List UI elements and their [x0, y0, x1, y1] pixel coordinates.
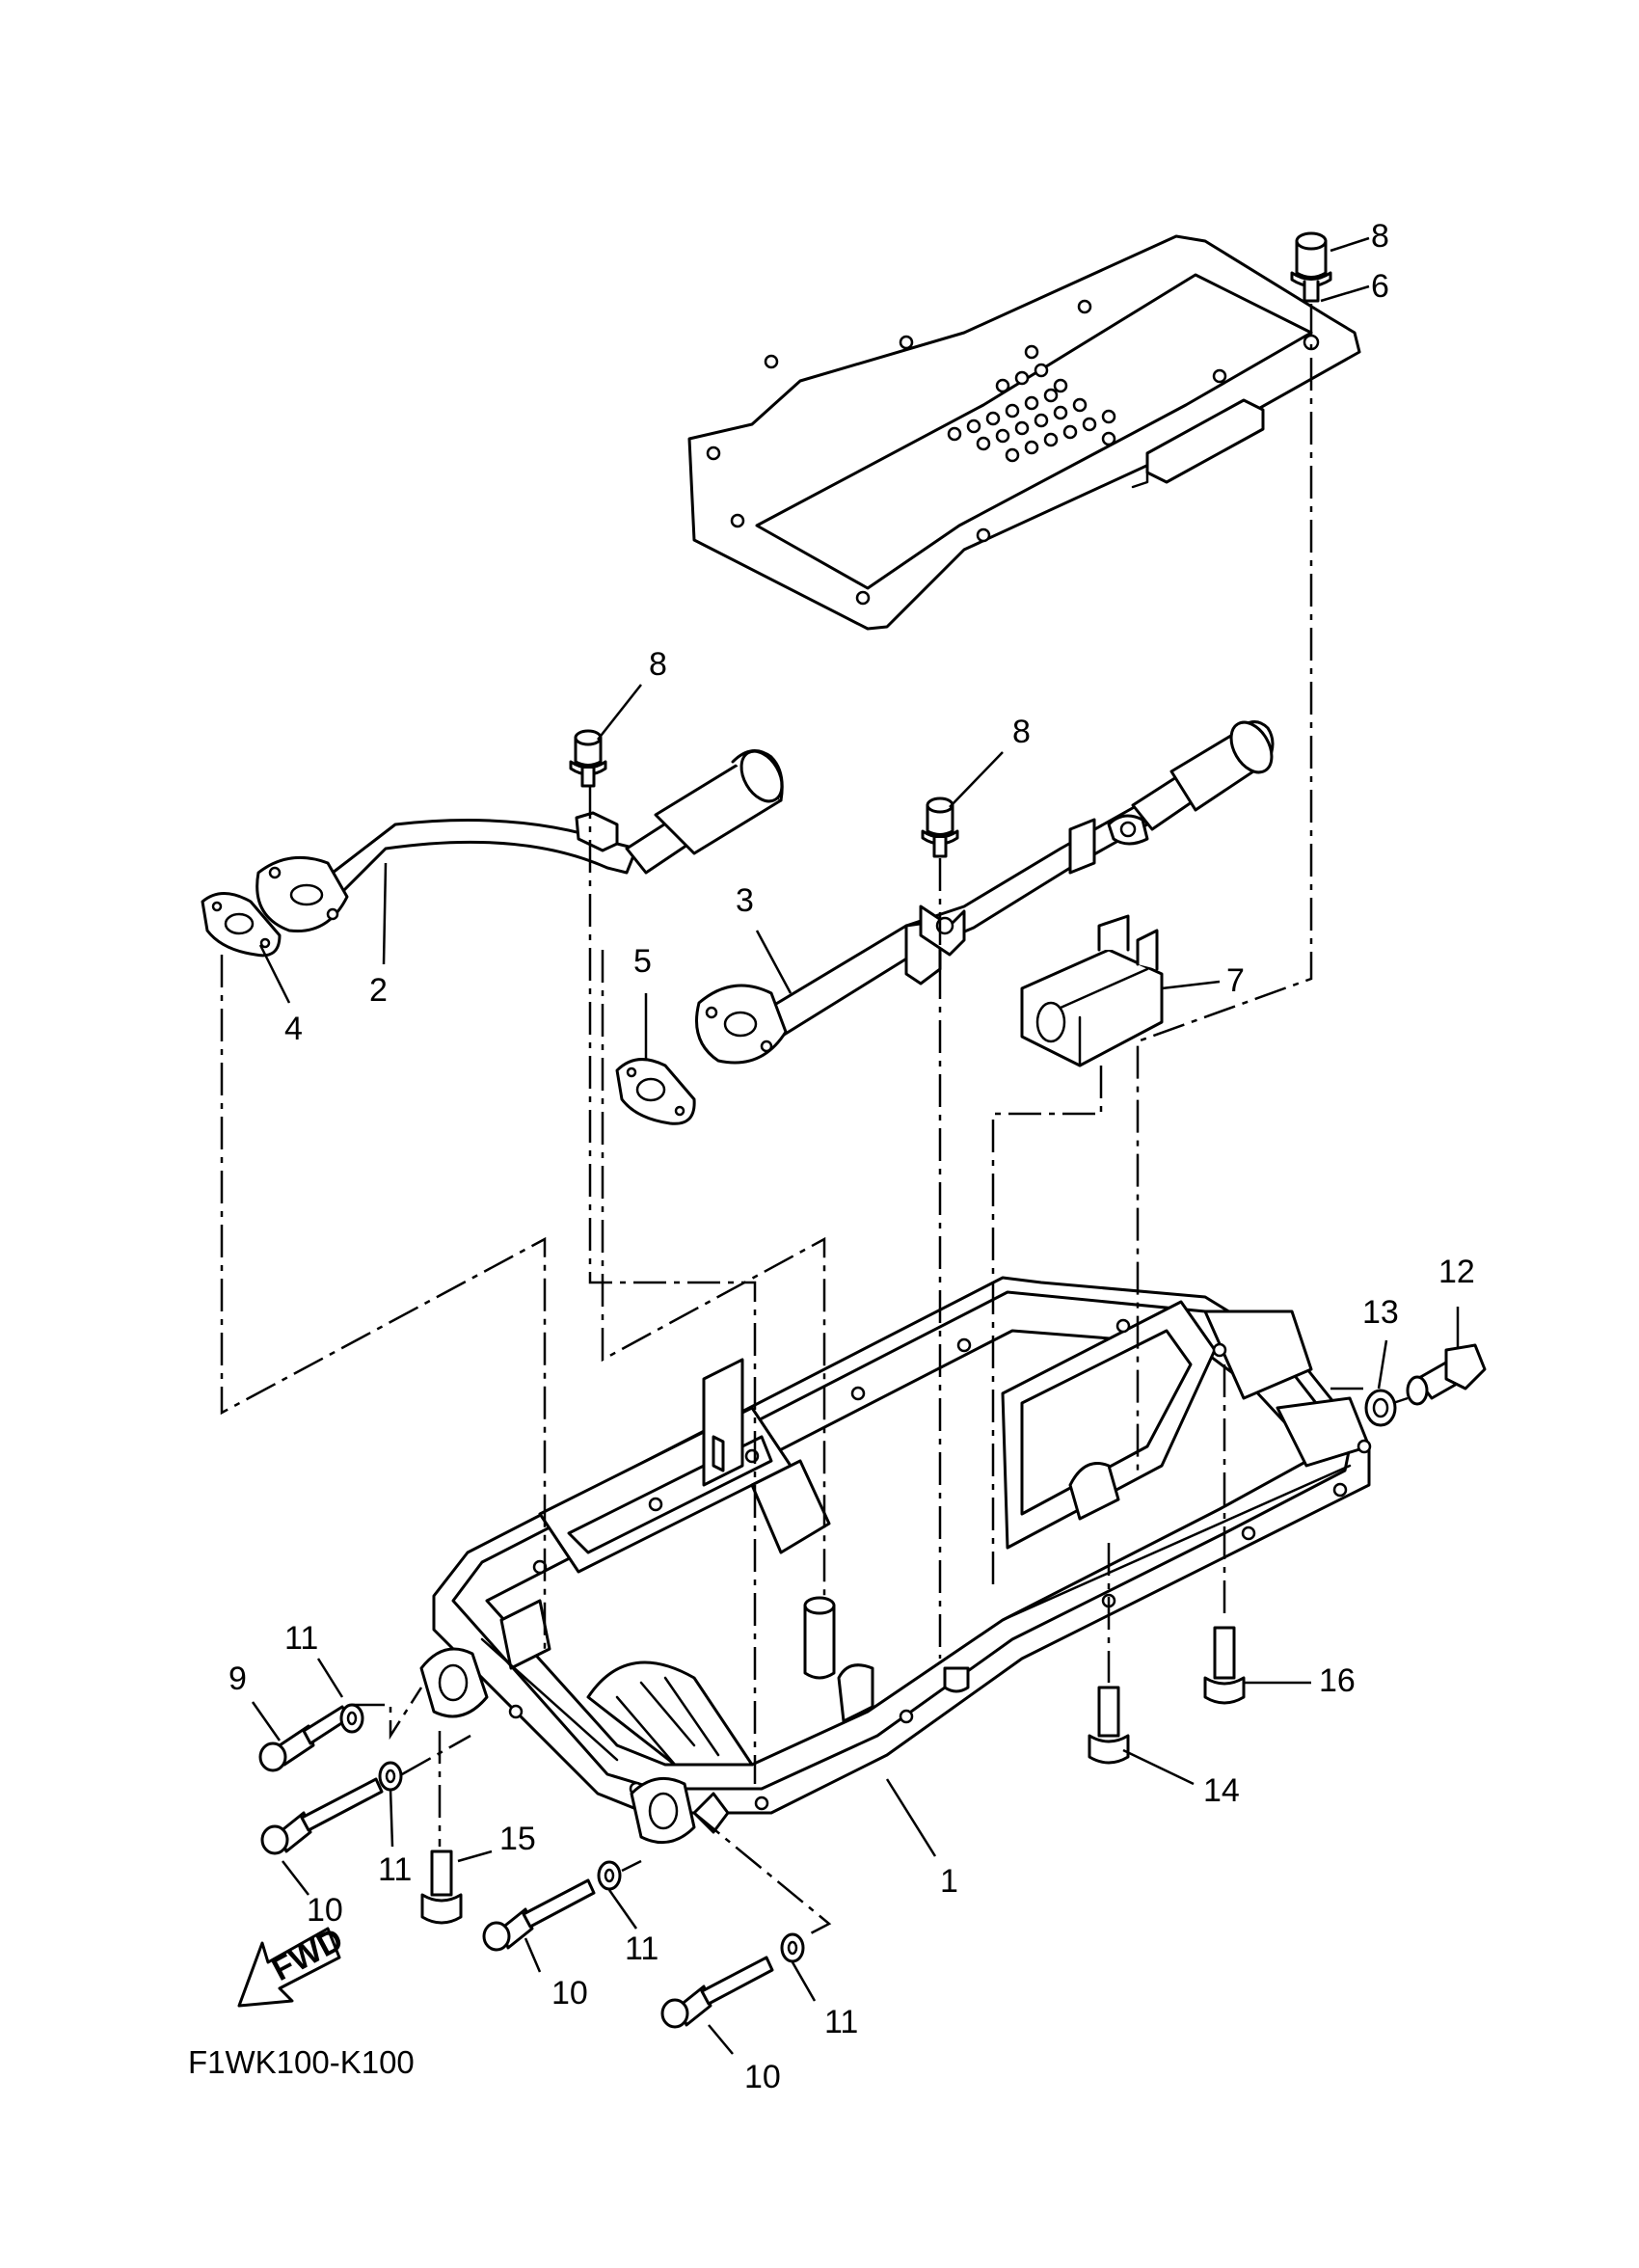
baffle-plate[interactable] — [687, 234, 1361, 631]
callout-4: 4 — [284, 1011, 303, 1047]
gasket-left[interactable] — [201, 892, 282, 958]
assembly-lines — [220, 304, 1409, 1938]
callout-5: 5 — [633, 943, 652, 980]
fwd-label: FWD — [266, 1921, 349, 1988]
flange-bolt-pipe-right[interactable] — [921, 796, 959, 858]
callout-13: 13 — [1362, 1294, 1399, 1331]
diagram-code: F1WK100-K100 — [188, 2044, 415, 2080]
pipe-holder[interactable] — [1020, 914, 1164, 1067]
gasket-center[interactable] — [615, 1058, 696, 1125]
baffle-drain-holes — [947, 344, 1116, 463]
washer-11-c[interactable] — [597, 1860, 622, 1891]
callout-8: 8 — [1012, 714, 1031, 750]
socket-bolt-10-right[interactable] — [660, 1956, 774, 2029]
callout-11: 11 — [378, 1851, 412, 1888]
callout-3: 3 — [736, 882, 754, 919]
washer-11-b[interactable] — [378, 1761, 403, 1792]
washer-11-a[interactable] — [339, 1703, 364, 1734]
callout-11: 11 — [625, 1930, 658, 1967]
callout-16: 16 — [1319, 1662, 1356, 1699]
callout-7: 7 — [1226, 962, 1245, 999]
oil-pipe-right[interactable] — [695, 716, 1280, 1065]
flange-bolt-16[interactable] — [1203, 1626, 1246, 1705]
callout-15: 15 — [499, 1821, 536, 1857]
callout-12: 12 — [1438, 1254, 1475, 1290]
flange-bolt-top[interactable] — [1290, 231, 1332, 303]
callout-9: 9 — [228, 1660, 247, 1697]
socket-bolt-10-center[interactable] — [482, 1878, 596, 1952]
flange-bolt-14[interactable] — [1088, 1686, 1130, 1765]
callout-11: 11 — [824, 2004, 858, 2040]
flange-bolt-15[interactable] — [420, 1850, 463, 1925]
socket-bolt-10-left[interactable] — [260, 1777, 384, 1855]
leader-lines — [251, 236, 1460, 2055]
callout-10: 10 — [307, 1892, 343, 1929]
flange-bolt-pipe-left[interactable] — [569, 729, 607, 788]
callout-labels: 8 6 8 8 3 7 5 2 4 12 13 16 14 1 11 9 11 … — [228, 218, 1475, 2095]
callout-2: 2 — [369, 972, 388, 1009]
sealing-washer[interactable] — [1364, 1389, 1397, 1427]
callout-6: 6 — [1371, 268, 1389, 305]
drain-bolt[interactable] — [1406, 1343, 1487, 1406]
fwd-arrow: FWD — [237, 1921, 349, 2008]
callout-8: 8 — [1371, 218, 1389, 255]
callout-10: 10 — [744, 2059, 781, 2095]
callout-1: 1 — [940, 1863, 958, 1900]
callout-8: 8 — [649, 646, 667, 683]
oil-pipe-left[interactable] — [255, 744, 791, 933]
callout-10: 10 — [551, 1975, 588, 2012]
callout-14: 14 — [1203, 1772, 1240, 1809]
washer-11-d[interactable] — [780, 1932, 805, 1963]
callout-11: 11 — [284, 1620, 318, 1657]
oil-pan[interactable] — [419, 1276, 1372, 1845]
socket-bolt-9[interactable] — [258, 1705, 351, 1772]
